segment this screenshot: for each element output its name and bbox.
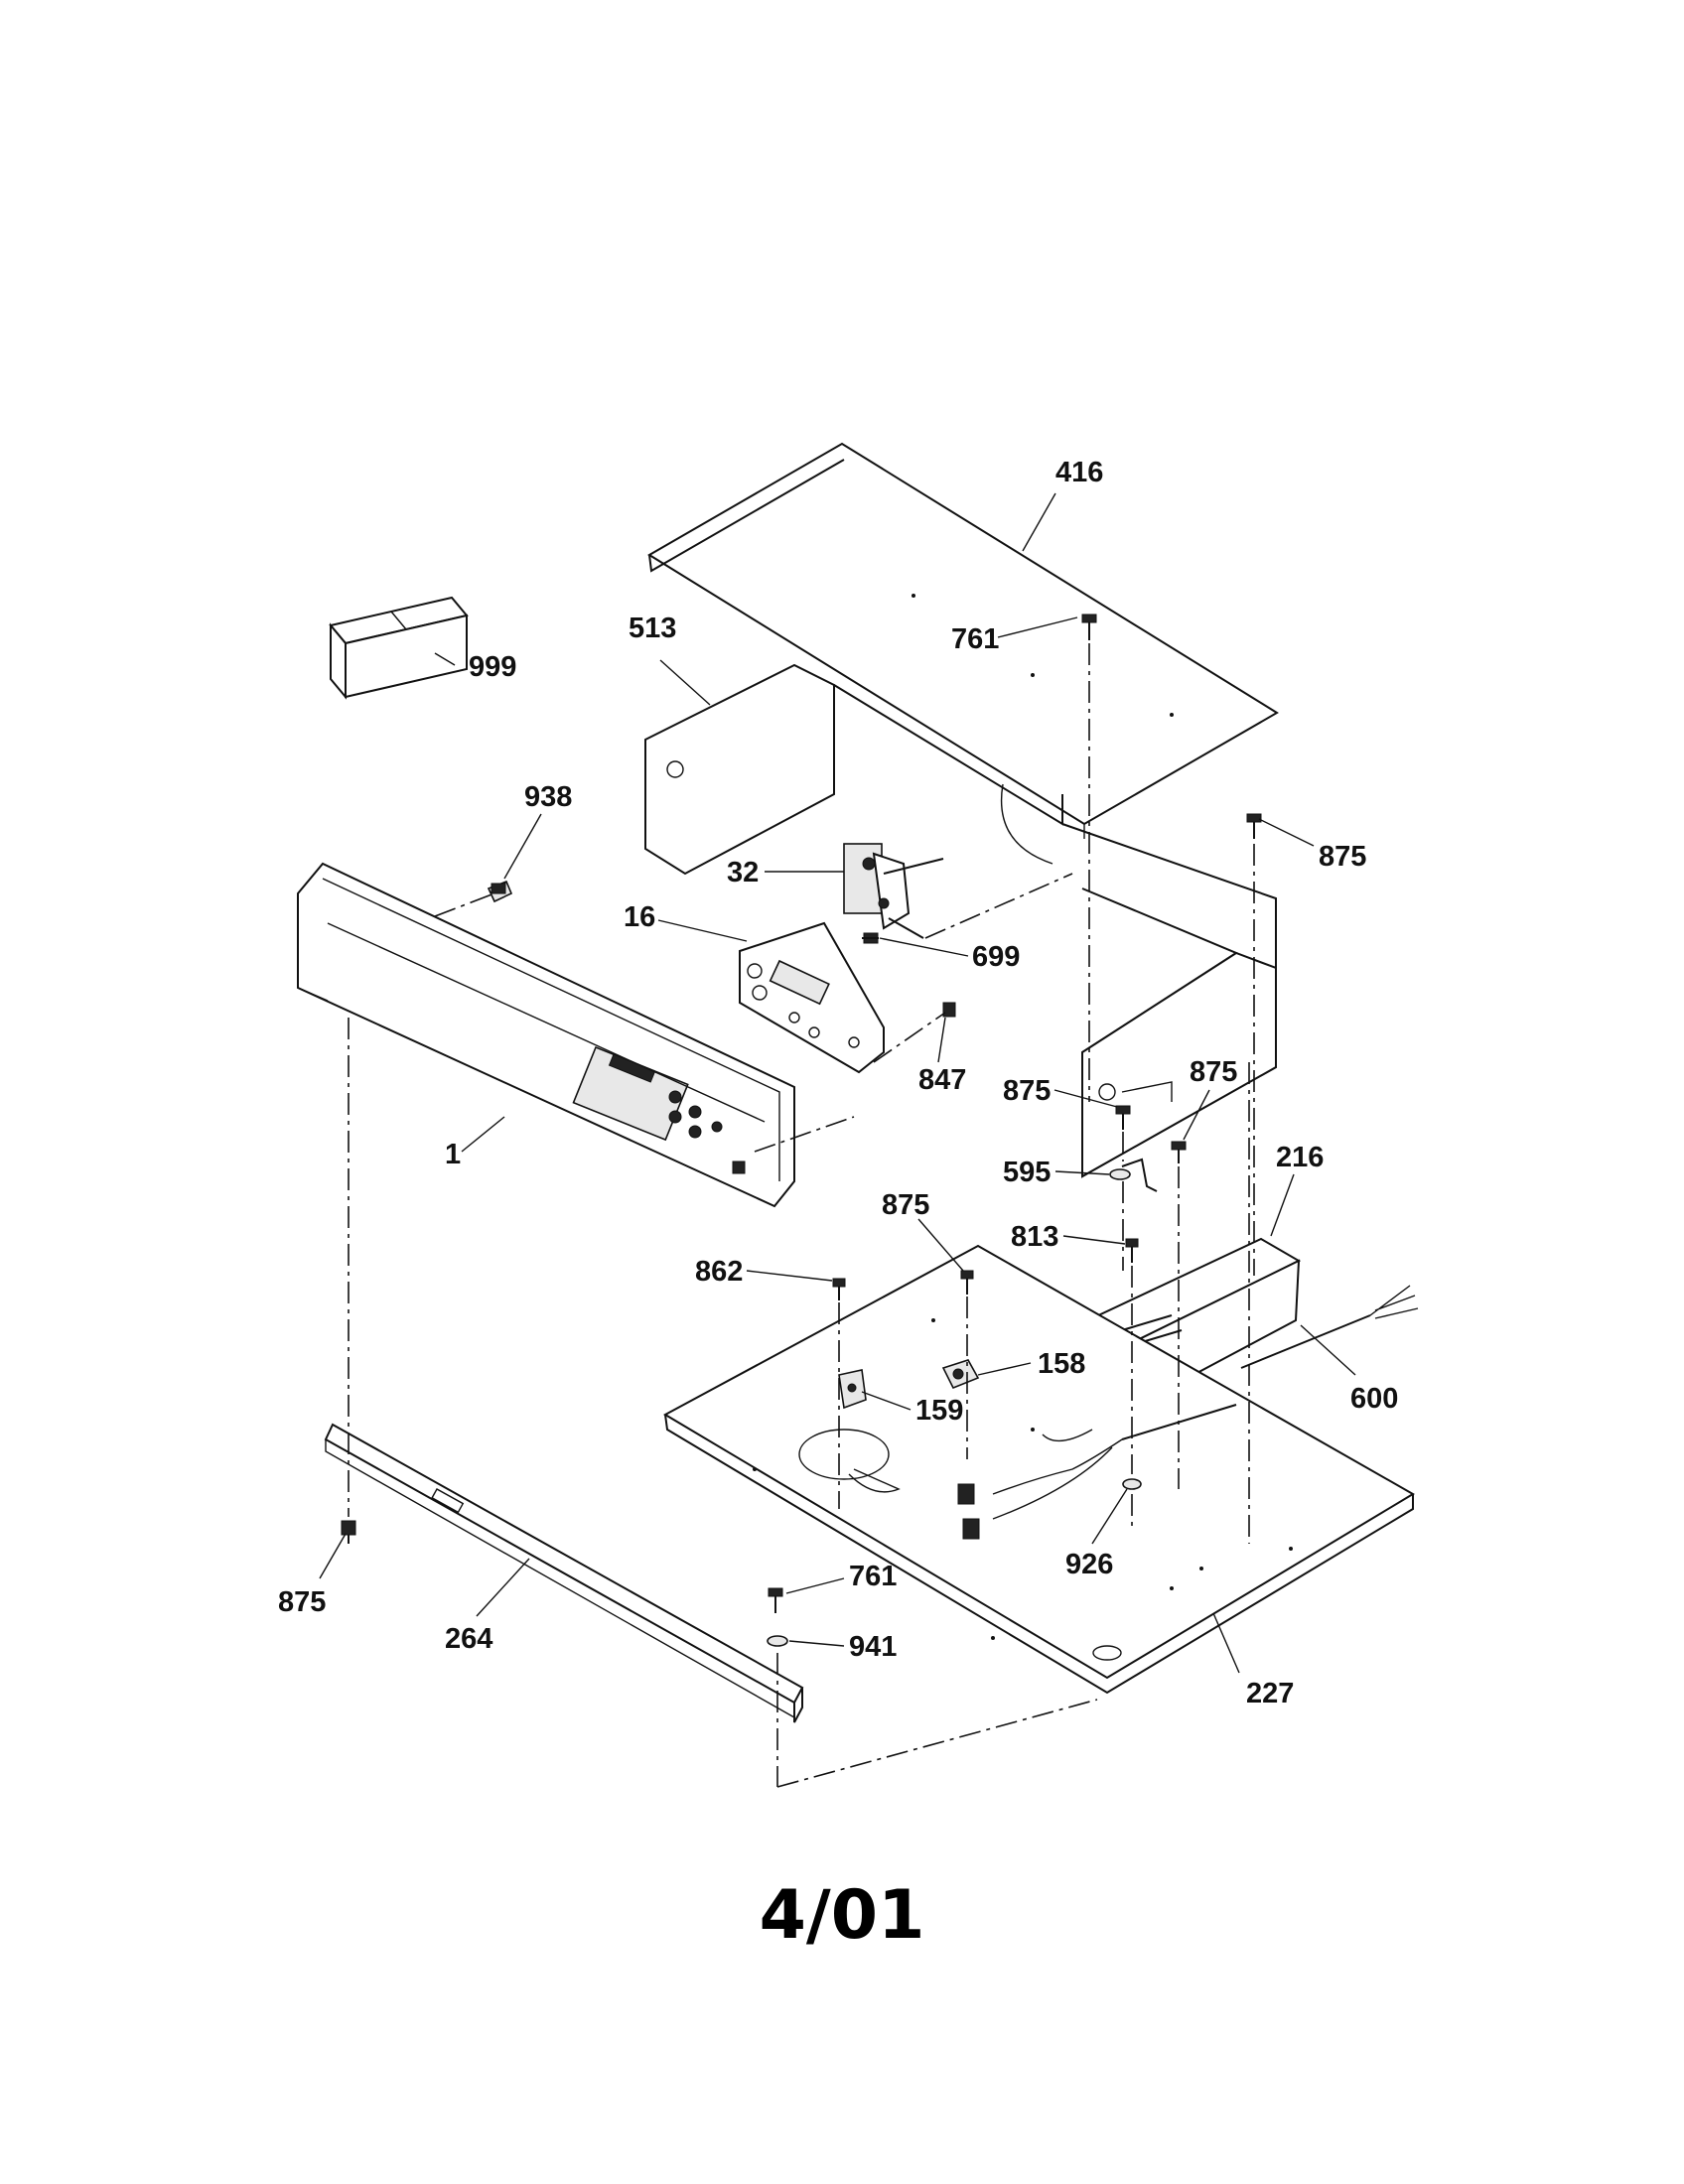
callout-875-mid-left: 875 — [1003, 1075, 1051, 1107]
callout-862: 862 — [695, 1256, 743, 1288]
part-999-carton — [329, 596, 469, 700]
callout-875-base: 875 — [882, 1189, 929, 1221]
part-32-lock-assembly — [843, 843, 944, 939]
part-callouts: 416 761 513 999 938 875 32 699 16 847 87… — [278, 457, 1398, 1709]
callout-158: 158 — [1038, 1348, 1085, 1380]
screw-862 — [832, 1278, 846, 1300]
washer-941 — [767, 1635, 788, 1647]
callout-926: 926 — [1065, 1549, 1113, 1580]
callout-159: 159 — [915, 1395, 963, 1427]
callout-875-top-right: 875 — [1319, 841, 1366, 873]
screw-875-base — [960, 1270, 974, 1295]
screw-847 — [942, 1002, 956, 1018]
assembly-lines — [348, 643, 1255, 1788]
callout-847: 847 — [918, 1064, 966, 1096]
screw-761-top — [1081, 614, 1097, 640]
screw-699 — [862, 932, 879, 944]
part-513-frame — [644, 663, 1277, 1178]
callout-761-top: 761 — [951, 623, 999, 655]
callout-227: 227 — [1246, 1678, 1294, 1709]
callout-32: 32 — [727, 857, 759, 888]
callout-416: 416 — [1055, 457, 1103, 488]
leader-lines — [319, 492, 1356, 1674]
callout-941: 941 — [849, 1631, 897, 1663]
callout-938: 938 — [524, 781, 572, 813]
callout-875-bottom-left: 875 — [278, 1586, 326, 1618]
washer-926 — [1122, 1478, 1142, 1490]
callout-16: 16 — [624, 901, 655, 933]
part-264-front-rail — [324, 1423, 804, 1723]
bracket-595 — [1109, 1158, 1158, 1192]
callout-813: 813 — [1011, 1221, 1058, 1253]
callout-875-mid-right: 875 — [1190, 1056, 1237, 1088]
callout-1: 1 — [445, 1139, 461, 1170]
callout-513: 513 — [629, 613, 676, 644]
screw-875-mid-right — [1171, 1141, 1187, 1163]
screw-761-bottom — [768, 1587, 783, 1613]
callout-699: 699 — [972, 941, 1020, 973]
screw-875-bottom-left — [341, 1520, 356, 1544]
part-416-top-cover — [647, 442, 1279, 839]
screw-875-top-right — [1246, 813, 1262, 839]
callout-595: 595 — [1003, 1157, 1051, 1188]
part-158-thermostat — [941, 1359, 980, 1390]
part-938-clip — [487, 880, 513, 903]
part-159-thermostat — [838, 1369, 867, 1410]
callout-216: 216 — [1276, 1142, 1324, 1173]
part-1-control-panel — [297, 862, 795, 1208]
callout-600: 600 — [1350, 1383, 1398, 1415]
screw-875-mid-left — [1115, 1105, 1131, 1130]
screw-813 — [1125, 1238, 1139, 1263]
part-16-control-board — [739, 921, 885, 1074]
callout-761-bottom: 761 — [849, 1561, 897, 1592]
part-227-base-panel — [662, 1244, 1415, 1695]
revision-date: 4/01 — [759, 1876, 925, 1955]
callout-999: 999 — [469, 651, 516, 683]
callout-264: 264 — [445, 1623, 492, 1655]
